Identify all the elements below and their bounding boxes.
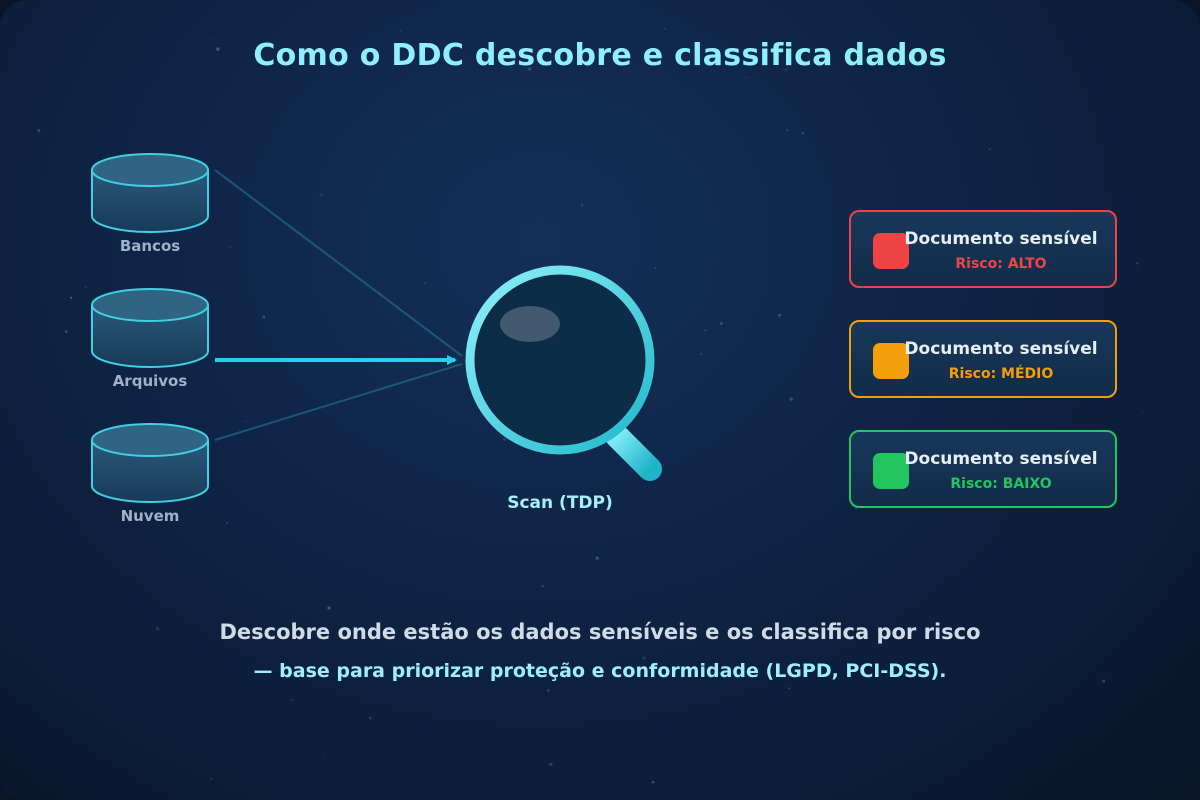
star-dot <box>642 656 646 660</box>
database-arquivos-icon <box>91 288 209 368</box>
star-dot <box>84 286 87 289</box>
star-dot <box>704 329 707 332</box>
star-dot <box>595 556 599 560</box>
result-card-medio: Documento sensível Risco: MÉDIO <box>849 320 1117 398</box>
star-dot <box>64 330 68 334</box>
star-dot <box>1102 679 1106 683</box>
star-dot <box>229 246 231 248</box>
magnifier-icon <box>465 265 662 481</box>
result-card-title: Documento sensível <box>904 339 1098 359</box>
star-dot <box>155 627 160 631</box>
star-dot <box>719 321 724 325</box>
star-dot <box>486 183 489 186</box>
star-dot <box>216 47 220 51</box>
star-dot <box>209 777 213 780</box>
star-dot <box>654 266 657 269</box>
result-card-title: Documento sensível <box>904 229 1098 249</box>
star-dot <box>651 780 655 784</box>
result-card-risk: Risco: BAIXO <box>950 476 1052 492</box>
star-dot <box>324 755 326 757</box>
star-dot <box>788 687 791 690</box>
star-dot <box>527 67 532 71</box>
risk-indicator-icon <box>873 343 909 379</box>
star-dot <box>69 296 73 299</box>
star-dot <box>503 437 507 441</box>
database-nuvem-icon <box>91 423 209 503</box>
star-dot <box>1135 262 1139 265</box>
star-dot <box>320 193 324 197</box>
star-dot <box>700 353 702 355</box>
star-dot <box>208 38 210 40</box>
star-dot <box>591 49 594 52</box>
star-dot <box>784 68 787 71</box>
scan-label: Scan (TDP) <box>507 493 613 513</box>
page-title: Como o DDC descobre e classifica dados <box>253 38 947 73</box>
star-dot <box>327 606 331 610</box>
star-dot <box>988 148 991 151</box>
result-card-risk: Risco: ALTO <box>955 256 1047 272</box>
result-card-baixo: Documento sensível Risco: BAIXO <box>849 430 1117 508</box>
footer-description: Descobre onde estão os dados sensíveis e… <box>219 620 981 644</box>
star-dot <box>778 313 782 317</box>
result-card-risk: Risco: MÉDIO <box>948 366 1054 382</box>
star-dot <box>789 397 793 401</box>
star-dot <box>745 76 748 79</box>
star-dot <box>526 662 529 666</box>
source-label-bancos: Bancos <box>119 237 181 255</box>
star-dot <box>785 128 789 132</box>
star-dot <box>549 762 553 766</box>
result-card-alto: Documento sensível Risco: ALTO <box>849 210 1117 288</box>
source-label-nuvem: Nuvem <box>120 507 180 525</box>
star-dot <box>245 420 248 423</box>
star-dot <box>37 129 41 132</box>
risk-indicator-icon <box>873 453 909 489</box>
star-dot <box>547 689 550 692</box>
star-dot <box>369 716 372 720</box>
risk-indicator-icon <box>873 233 909 269</box>
star-dot <box>100 696 102 698</box>
star-dot <box>1141 410 1143 412</box>
star-dot <box>399 30 401 33</box>
source-label-arquivos: Arquivos <box>112 372 188 390</box>
star-dot <box>290 698 293 701</box>
star-dot <box>663 27 666 30</box>
star-dot <box>801 131 805 135</box>
star-dot <box>855 507 857 510</box>
connector-bancos <box>214 169 463 357</box>
star-dot <box>226 522 228 524</box>
star-dot <box>262 315 266 319</box>
star-dot <box>541 585 544 588</box>
star-dot <box>942 115 944 118</box>
connector-nuvem <box>214 363 463 441</box>
result-card-title: Documento sensível <box>904 449 1098 469</box>
star-dot <box>581 204 584 207</box>
database-bancos-icon <box>91 153 209 233</box>
footer-compliance: — base para priorizar proteção e conform… <box>253 660 947 682</box>
star-dot <box>424 282 426 284</box>
